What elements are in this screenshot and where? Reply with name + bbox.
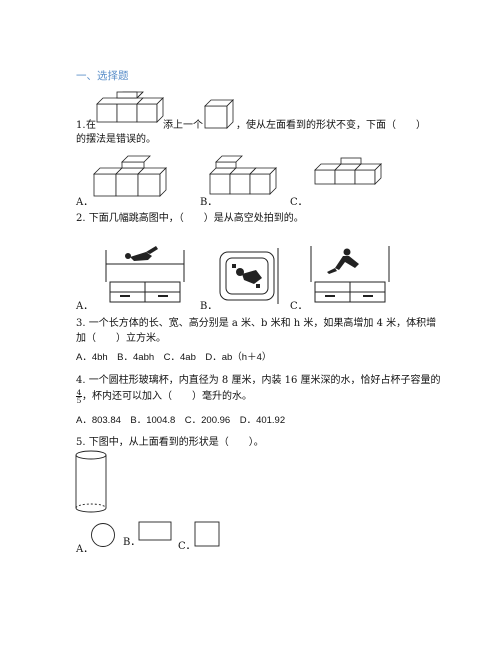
- q1-cube-figure: [96, 91, 164, 123]
- q1-text-line2: 的摆法是错误的。: [76, 134, 156, 145]
- q5-option-a-circle: [91, 523, 115, 547]
- q5-cylinder-figure: [75, 450, 107, 513]
- q3-line1: 3. 一个长方体的长、宽、高分别是 a 米、b 米和 h 米，如果高增加 4 米…: [76, 318, 437, 329]
- q1-option-b-figure: [209, 155, 277, 195]
- q1-single-cube: [204, 99, 234, 129]
- q1-option-c-label: C．: [290, 197, 308, 208]
- q4-fraction: 4 5: [76, 389, 82, 404]
- q4-fraction-numerator: 4: [76, 388, 82, 397]
- q1-text-3: ，使从左面看到的形状不变，下面（ ）: [236, 120, 426, 131]
- q5-option-b-rectangle: [138, 521, 172, 541]
- q1-option-a-figure: [93, 155, 167, 197]
- q4-line1: 4. 一个圆柱形玻璃杯，内直径为 8 厘米，内装 16 厘米深的水，恰好占杯子容…: [76, 375, 441, 386]
- q5-option-a-label: A．: [76, 544, 94, 555]
- q1-text-2: 添上一个: [163, 120, 203, 131]
- q1-option-a-label: A．: [76, 197, 94, 208]
- q5-option-c-square: [194, 521, 220, 547]
- q3-options: A．4bh B．4abh C．4ab D．ab（h＋4）: [76, 352, 272, 363]
- q4-fraction-bar: [76, 396, 82, 397]
- q4-options: A．803.84 B．1004.8 C．200.96 D．401.92: [76, 415, 286, 426]
- q1-option-b-label: B．: [200, 197, 218, 208]
- q5-option-c-label: C．: [178, 541, 196, 552]
- section-title: 一、选择题: [76, 70, 129, 82]
- q2-option-a-figure: [105, 246, 185, 303]
- q4-line2-row: 4 5 ，杯内还可以加入（ ）毫升的水。: [76, 389, 252, 404]
- q1-number: 1.: [76, 120, 86, 131]
- q5-option-b-label: B．: [123, 537, 141, 548]
- q2-option-a-label: A．: [76, 301, 94, 312]
- q1-option-c-figure: [314, 157, 382, 185]
- q4-fraction-denominator: 5: [76, 396, 82, 405]
- q2-text: 2. 下面几幅跳高图中，（ ）是从高空处拍到的。: [76, 213, 304, 224]
- q1-text-1: 在: [86, 120, 96, 131]
- q2-option-c-label: C．: [290, 301, 308, 312]
- q2-option-b-label: B．: [200, 301, 218, 312]
- q5-text: 5. 下图中，从上面看到的形状是（ ）。: [76, 437, 264, 448]
- q2-option-c-figure: [310, 246, 390, 303]
- q2-option-b-figure: [219, 248, 279, 304]
- q3-line2: 加（ ）立方米。: [76, 333, 166, 344]
- q4-line2: ，杯内还可以加入（ ）毫升的水。: [82, 391, 252, 402]
